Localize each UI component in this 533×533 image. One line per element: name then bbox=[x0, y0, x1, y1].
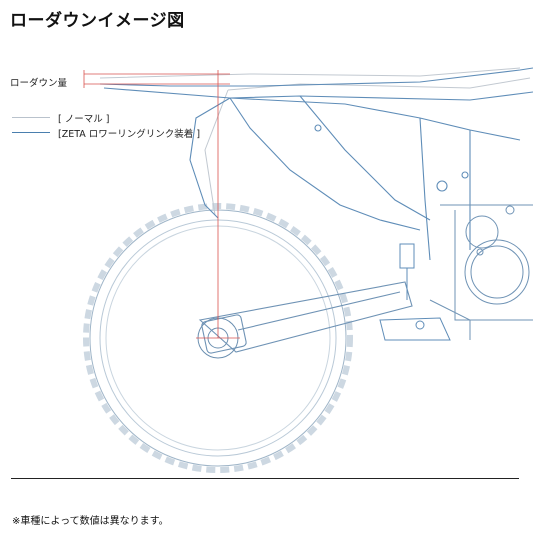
rear-shock-link bbox=[379, 243, 451, 341]
lowdown-amount-label: ローダウン量 bbox=[10, 78, 68, 89]
lowdown-guide-lines bbox=[83, 70, 240, 339]
normal-position-outline bbox=[99, 67, 531, 216]
page-title: ローダウンイメージ図 bbox=[10, 11, 185, 31]
zeta-position-outline bbox=[99, 67, 533, 261]
engine-case bbox=[429, 204, 533, 340]
legend-normal-swatch bbox=[12, 117, 50, 118]
legend-zeta-swatch bbox=[12, 132, 50, 133]
legend-normal-label: [ ノーマル ] bbox=[58, 114, 110, 125]
footer-divider bbox=[11, 478, 519, 479]
footnote-text: ※車種によって数値は異なります。 bbox=[12, 516, 169, 527]
swingarm bbox=[198, 281, 413, 354]
legend-zeta-label: [ZETA ロワーリングリンク装着 ] bbox=[58, 129, 201, 140]
